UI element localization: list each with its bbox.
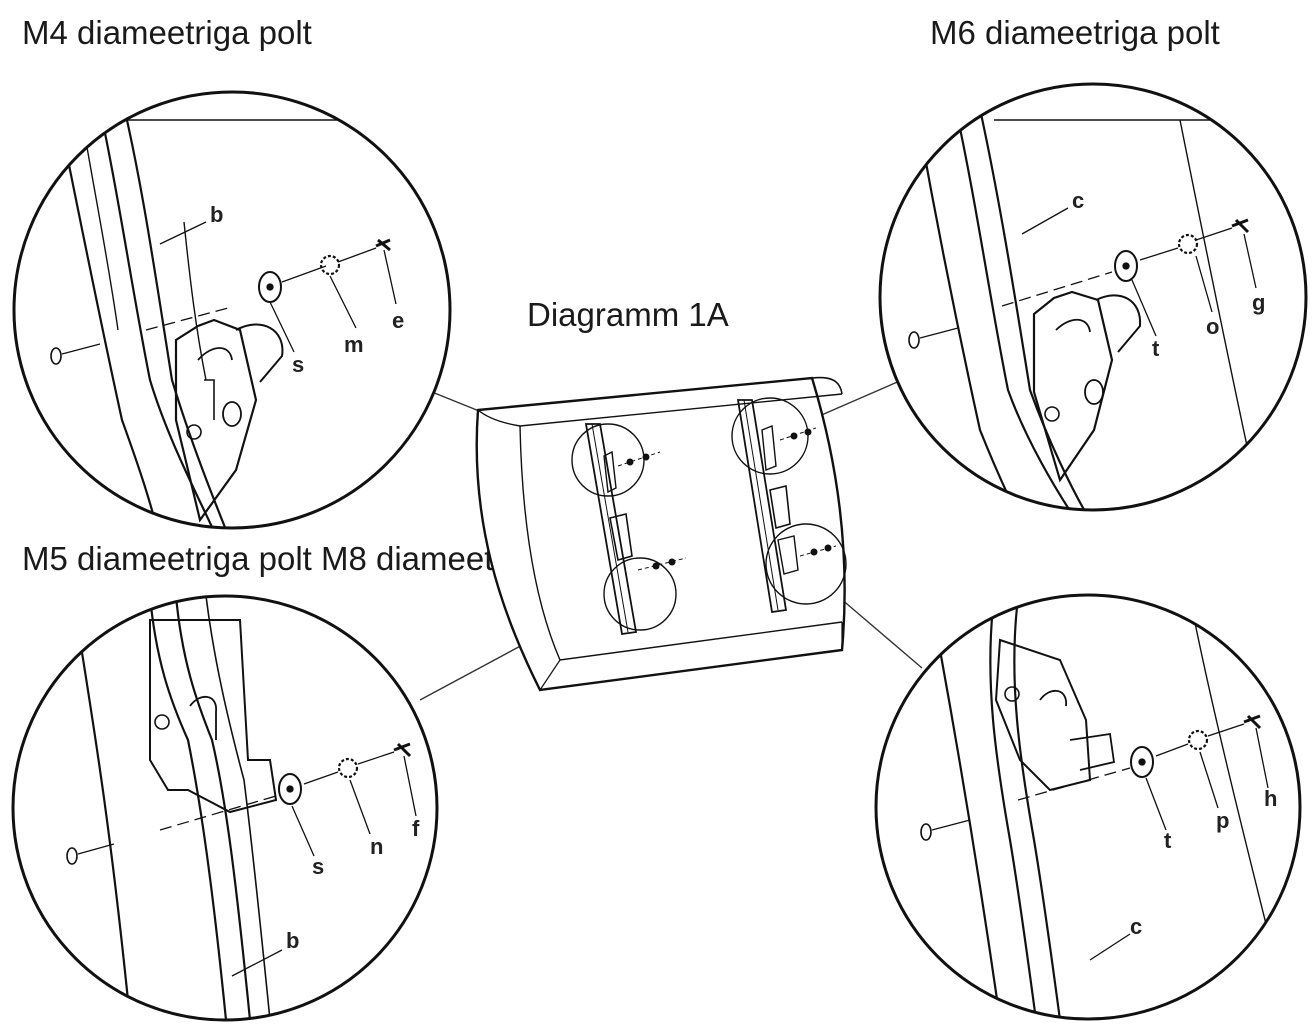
label-panel-b: b [210,202,223,227]
detail-bottom-left: s n f b [11,594,439,1022]
detail-top-left: b s m e [12,90,452,530]
label-bolt-e: e [392,308,404,333]
label-nut-n: n [370,834,383,859]
detail-bottom-right: t p h c [874,593,1302,1021]
diagram-title: Diagramm 1A [527,296,729,333]
label-panel-b: b [286,928,299,953]
tv-back-panel [475,376,847,692]
label-nut-p: p [1216,808,1229,833]
detail-top-right: c t o g [878,82,1308,512]
caption-m6-bolt: M6 diameetriga polt [930,14,1220,51]
label-washer-s: s [312,854,324,879]
label-bolt-h: h [1264,786,1277,811]
label-washer-t: t [1152,336,1160,361]
label-washer-s: s [292,352,304,377]
label-washer-t: t [1164,828,1172,853]
label-panel-c: c [1130,914,1142,939]
label-panel-c: c [1072,188,1084,213]
label-nut-o: o [1206,314,1219,339]
label-nut-m: m [344,332,364,357]
label-bolt-g: g [1252,290,1265,315]
caption-m4-bolt: M4 diameetriga polt [22,14,312,51]
label-bolt-f: f [412,816,420,841]
